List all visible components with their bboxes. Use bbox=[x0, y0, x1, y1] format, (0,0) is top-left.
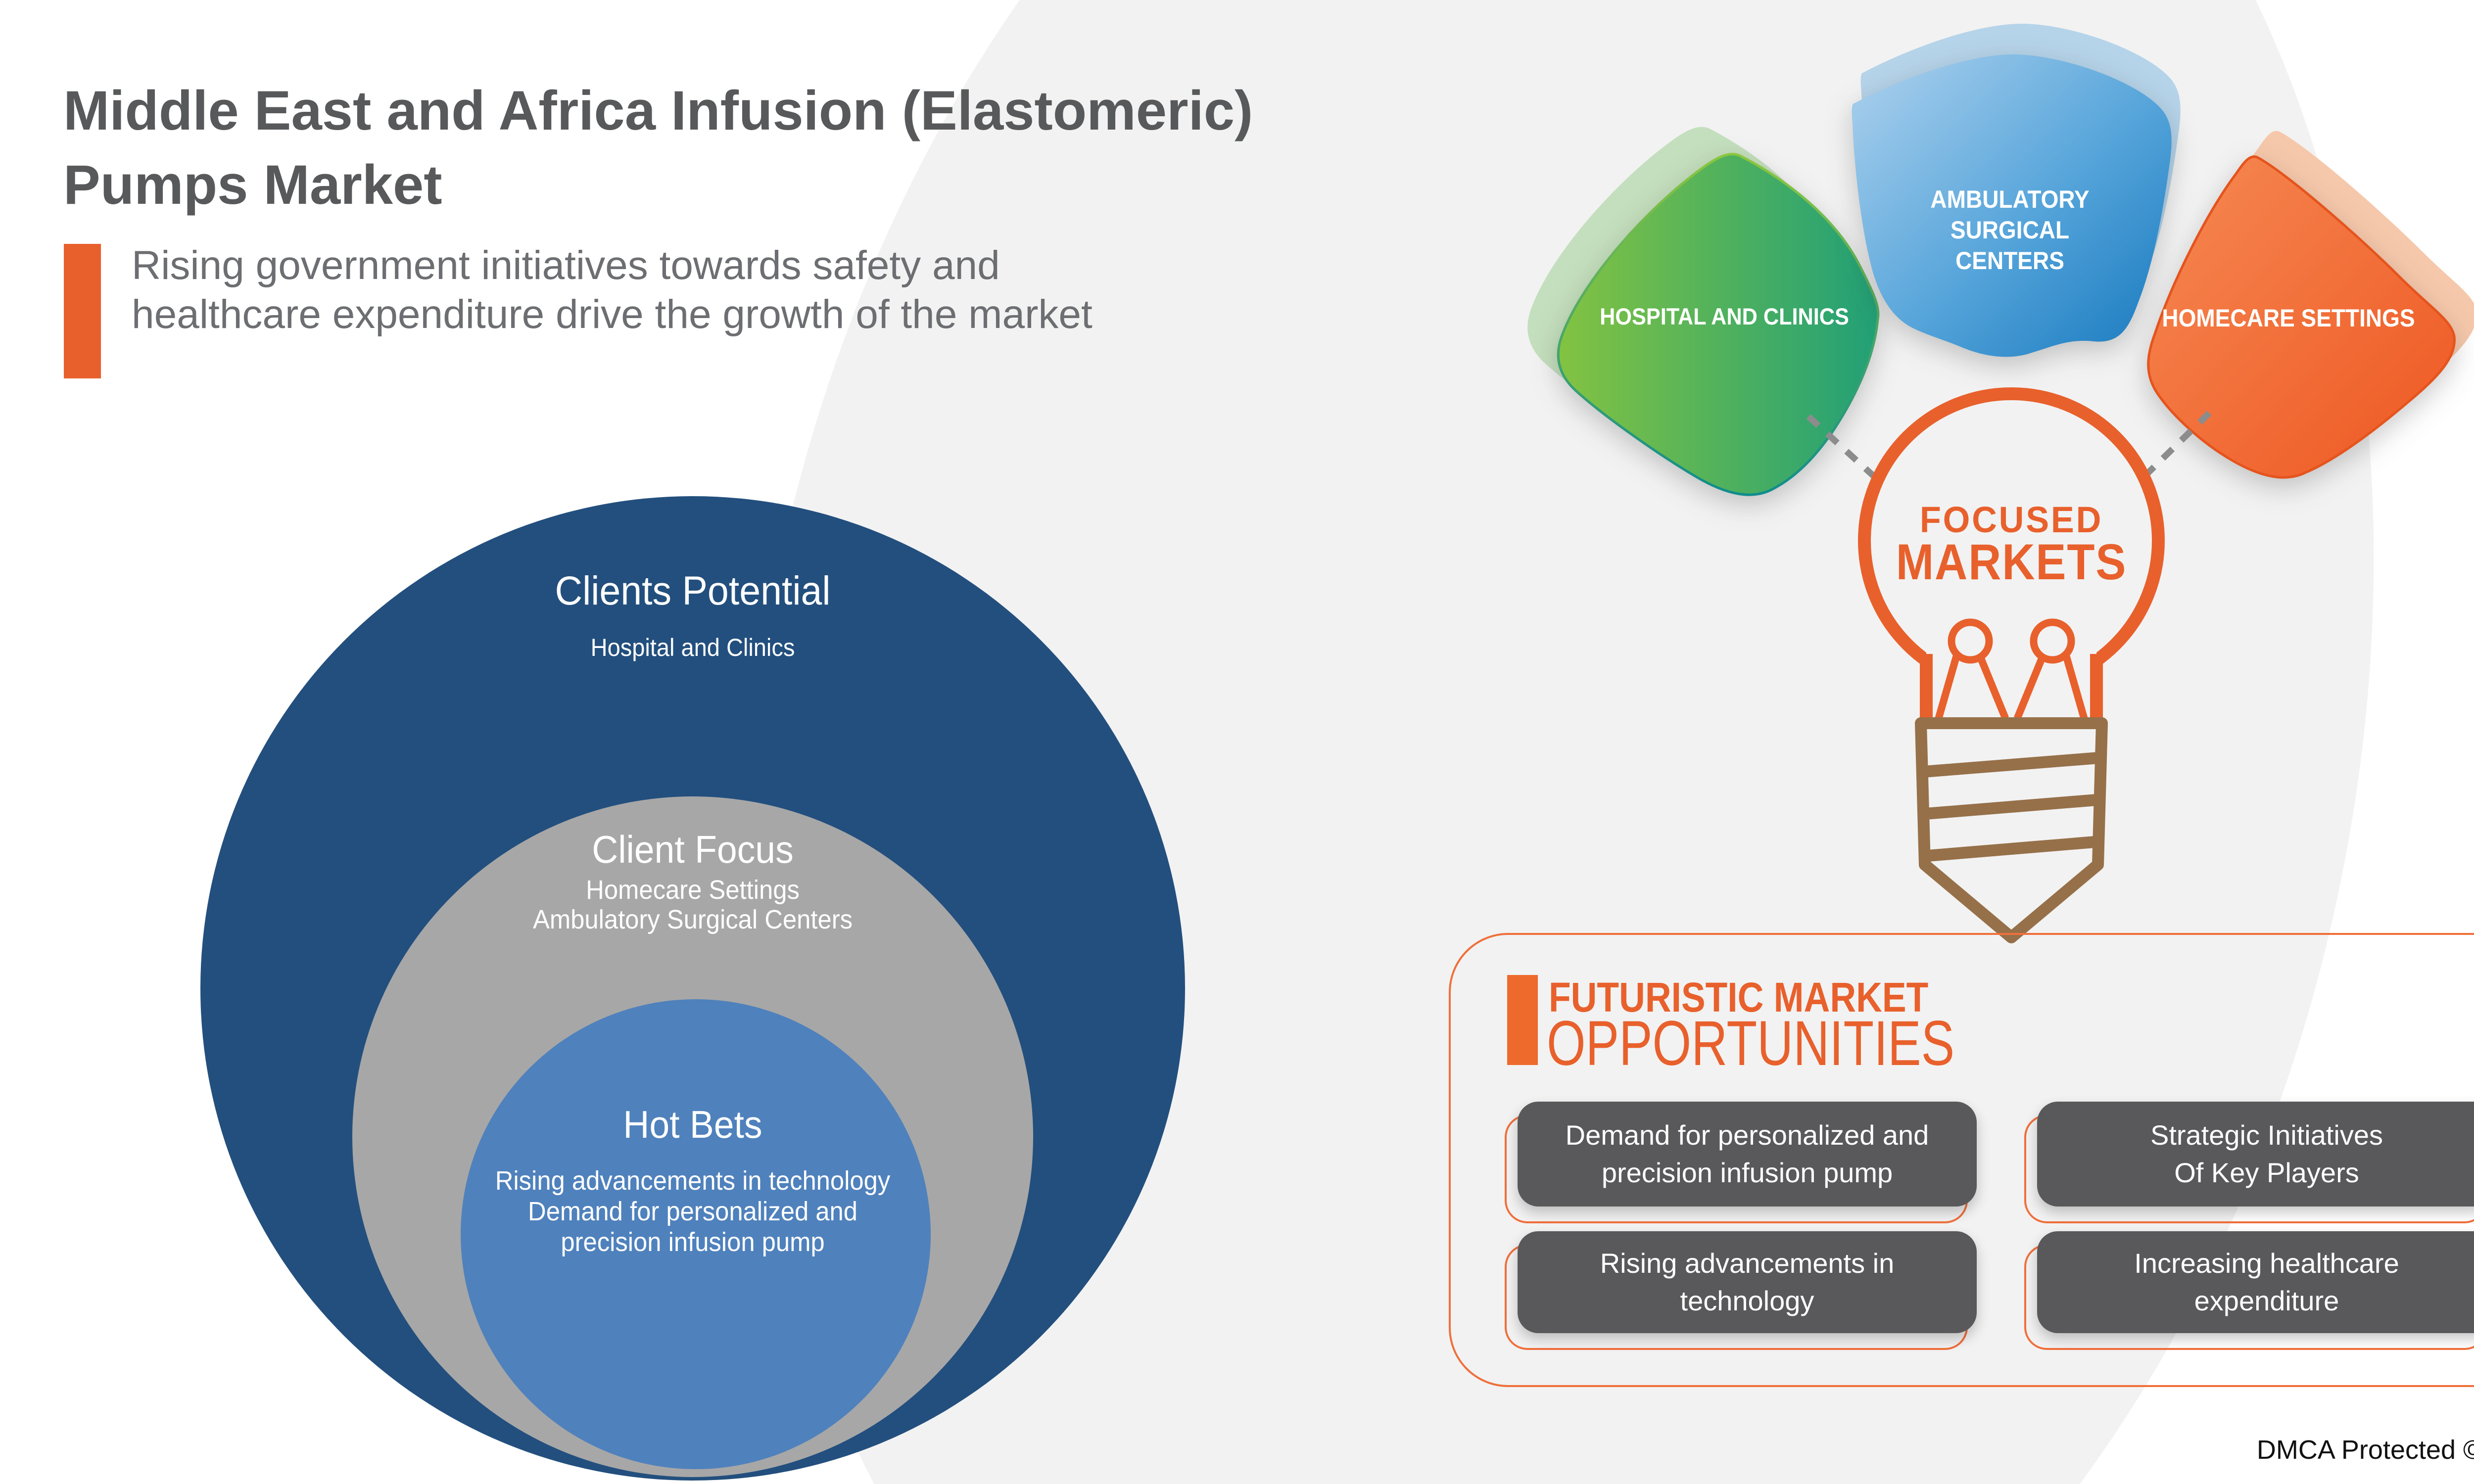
opportunity-item-2-line2: Of Key Players bbox=[2174, 1157, 2359, 1188]
venn-inner-line-2: Demand for personalized and bbox=[528, 1197, 857, 1226]
dashed-connector-right bbox=[2123, 411, 2212, 497]
opportunity-item-3-box: Rising advancements in technology bbox=[1518, 1231, 1977, 1333]
venn-inner-title: Hot Bets bbox=[623, 1103, 762, 1146]
opportunity-item-1-line2: precision infusion pump bbox=[1601, 1157, 1893, 1188]
opportunity-item-4-line1: Increasing healthcare bbox=[2134, 1247, 2399, 1279]
opportunities-heading-line1: FUTURISTIC MARKET bbox=[1549, 974, 1929, 1020]
opportunity-item-4: Increasing healthcare expenditure bbox=[2024, 1231, 2474, 1350]
orange-shield bbox=[2147, 155, 2456, 479]
opportunities-accent-bar bbox=[1507, 975, 1538, 1065]
opportunity-item-2: Strategic Initiatives Of Key Players bbox=[2024, 1102, 2474, 1223]
venn-inner-line-3: precision infusion pump bbox=[561, 1227, 825, 1257]
page-title-line1: Middle East and Africa Infusion (Elastom… bbox=[63, 80, 1253, 141]
bulb-label-line1: FOCUSED bbox=[1919, 499, 2103, 540]
opportunity-item-1: Demand for personalized and precision in… bbox=[1505, 1102, 1977, 1223]
opportunity-item-3: Rising advancements in technology bbox=[1505, 1231, 1977, 1350]
dmca-watermark: DMCA Protected © DataBridge bbox=[2256, 1435, 2474, 1465]
venn-inner-circle bbox=[461, 999, 931, 1469]
opportunity-item-1-box: Demand for personalized and precision in… bbox=[1518, 1102, 1977, 1206]
venn-middle-item-2: Ambulatory Surgical Centers bbox=[532, 905, 853, 934]
venn-inner-line-1: Rising advancements in technology bbox=[495, 1166, 891, 1196]
dashed-connector-left bbox=[1806, 414, 1898, 498]
opportunity-item-1-line1: Demand for personalized and bbox=[1565, 1119, 1929, 1151]
venn-middle-item-1: Homecare Settings bbox=[586, 875, 800, 905]
bulb-filament bbox=[1935, 618, 2088, 720]
segment-ambulatory-surgical: AMBULATORY SURGICAL CENTERS bbox=[1873, 184, 2146, 276]
page-subtitle: Rising government initiatives towards sa… bbox=[132, 243, 1093, 337]
opportunity-item-2-line1: Strategic Initiatives bbox=[2150, 1119, 2383, 1151]
opportunity-item-4-line2: expenditure bbox=[2194, 1285, 2339, 1316]
segment-ambulatory-line2: CENTERS bbox=[1955, 247, 2064, 275]
opportunities-panel bbox=[1449, 933, 2474, 1387]
segment-hospital-clinics: HOSPITAL AND CLINICS bbox=[1600, 303, 1849, 329]
segment-ambulatory-line1: AMBULATORY SURGICAL bbox=[1930, 186, 2090, 244]
subtitle-accent-bar bbox=[64, 244, 101, 378]
venn-outer-title: Clients Potential bbox=[555, 568, 831, 613]
opportunity-item-4-box: Increasing healthcare expenditure bbox=[2037, 1231, 2474, 1333]
blue-shield bbox=[1852, 54, 2172, 357]
opportunity-item-3-line2: technology bbox=[1680, 1285, 1814, 1316]
green-shield bbox=[1557, 153, 1880, 496]
venn-middle-title: Client Focus bbox=[592, 828, 794, 871]
bulb-base bbox=[1915, 717, 2108, 943]
page-title-line2: Pumps Market bbox=[63, 154, 442, 216]
opportunity-item-3-line1: Rising advancements in bbox=[1600, 1247, 1895, 1279]
opportunity-item-2-box: Strategic Initiatives Of Key Players bbox=[2037, 1102, 2474, 1206]
focused-markets-shields bbox=[1527, 23, 2474, 496]
opportunities-heading-line2: OPPORTUNITIES bbox=[1547, 1008, 1955, 1079]
lightbulb-icon bbox=[1806, 387, 2212, 943]
segment-homecare-settings: HOMECARE SETTINGS bbox=[2162, 304, 2415, 332]
venn-outer-item: Hospital and Clinics bbox=[590, 634, 795, 661]
bulb-label-line2: MARKETS bbox=[1896, 534, 2127, 590]
